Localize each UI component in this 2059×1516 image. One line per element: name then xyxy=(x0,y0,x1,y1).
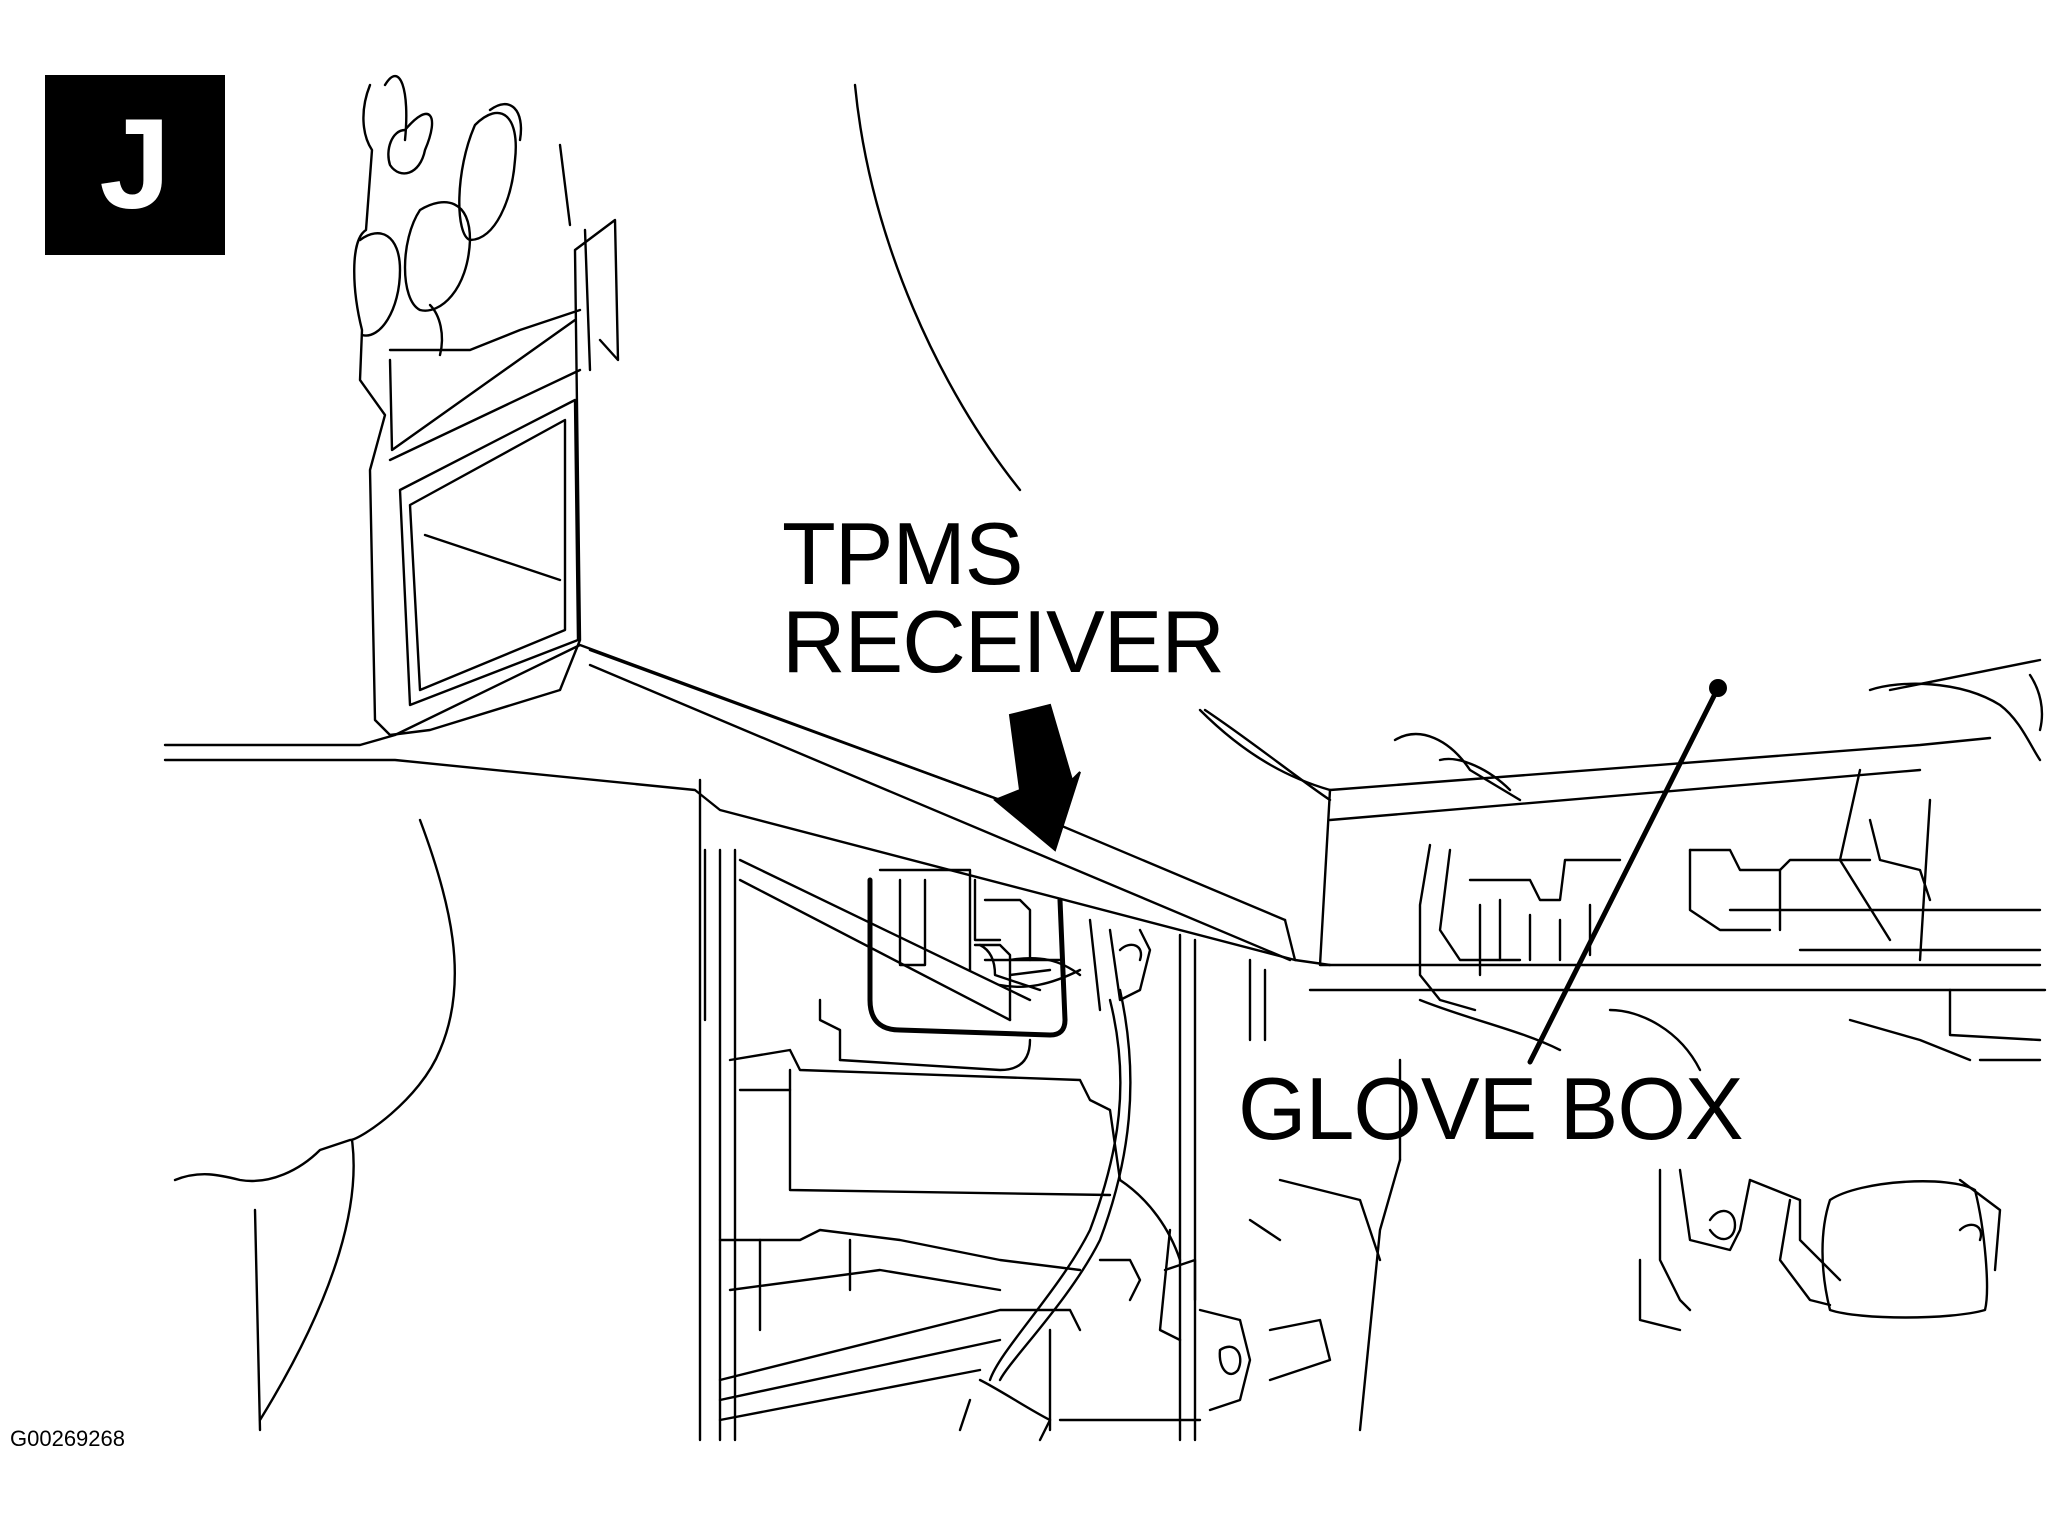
left-body-outline xyxy=(173,818,456,1432)
dash-beam-outline xyxy=(163,643,2047,992)
pillar-curves xyxy=(853,83,1332,802)
figure-letter-badge: J xyxy=(45,75,225,255)
glove-box-label: GLOVE BOX xyxy=(1238,1059,1744,1158)
tpms-receiver-module xyxy=(818,868,1152,1072)
callout-leaders xyxy=(993,679,1727,1065)
glove-box-leader-dot xyxy=(1709,679,1727,697)
tpms-arrow xyxy=(993,703,1081,852)
glove-box-leader-line xyxy=(1527,685,1721,1065)
center-stack-outline xyxy=(698,778,1382,1442)
glove-box-area-outline xyxy=(1358,732,2042,1432)
instrument-panel-outline xyxy=(353,74,620,737)
figure-id-code: G00269268 xyxy=(10,1426,125,1451)
tpms-receiver-label: TPMS RECEIVER xyxy=(782,504,1225,691)
